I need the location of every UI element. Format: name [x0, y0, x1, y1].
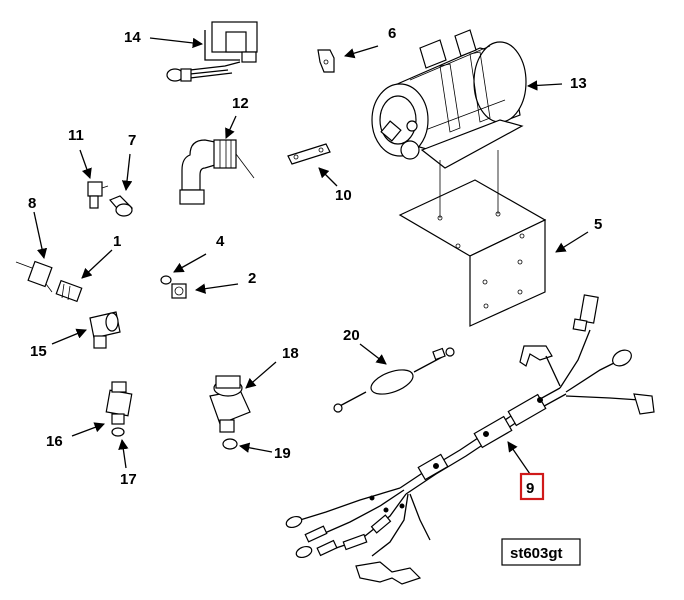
- part-18-switch: [209, 375, 251, 433]
- callout-10: 10: [335, 187, 352, 204]
- callout-8: 8: [28, 195, 36, 212]
- reference-box: [501, 538, 581, 566]
- part-19-oring: [222, 438, 238, 450]
- callout-18: 18: [282, 345, 299, 362]
- leader-12: [225, 115, 237, 139]
- part-6-bracket: [317, 49, 335, 73]
- callout-19: 19: [274, 445, 291, 462]
- callout-4: 4: [216, 233, 225, 250]
- leader-19: [238, 442, 273, 453]
- callout-15: 15: [30, 343, 47, 360]
- leader-10: [318, 167, 338, 187]
- callout-17: 17: [120, 471, 137, 488]
- part-4-oring: [160, 275, 172, 285]
- part-10-plate: [287, 143, 331, 165]
- part-13-compressor: [371, 29, 527, 169]
- leader-16: [71, 422, 105, 437]
- part-7-switch: [108, 195, 133, 217]
- callout-14: 14: [124, 29, 141, 46]
- callout-9: 9: [526, 480, 534, 497]
- leader-6: [344, 45, 379, 59]
- leader-4: [173, 253, 207, 273]
- callout-13: 13: [570, 75, 587, 92]
- callout-11: 11: [68, 127, 84, 144]
- leader-15: [51, 328, 87, 345]
- leader-13: [526, 80, 563, 91]
- reference-label: st603gt: [510, 545, 563, 562]
- leader-5: [555, 231, 589, 253]
- callout-2: 2: [248, 270, 256, 287]
- part-9-wiring-harness: [285, 294, 655, 585]
- leader-20: [359, 343, 387, 365]
- leader-8: [33, 211, 48, 260]
- callout-9-highlight-box: [519, 472, 545, 501]
- leader-18: [245, 361, 277, 389]
- part-2-nut: [171, 283, 187, 299]
- callout-20: 20: [343, 327, 360, 344]
- part-17-oring: [111, 427, 125, 437]
- callout-16: 16: [46, 433, 63, 450]
- part-11-fitting: [87, 181, 109, 209]
- leader-11: [79, 149, 92, 179]
- part-1-adapter: [55, 279, 83, 303]
- callout-7: 7: [128, 132, 136, 149]
- callout-1: 1: [113, 233, 121, 250]
- leader-7: [121, 153, 133, 192]
- part-14-solenoid: [166, 21, 258, 82]
- leader-1: [81, 249, 113, 279]
- leader-14: [149, 37, 204, 49]
- part-12-elbow: [179, 139, 255, 205]
- part-16-fitting: [105, 381, 133, 425]
- callout-12: 12: [232, 95, 249, 112]
- leader-17: [118, 438, 129, 469]
- leader-2: [194, 283, 239, 294]
- part-5-bracket: [398, 150, 547, 327]
- callout-5: 5: [594, 216, 602, 233]
- callout-6: 6: [388, 25, 396, 42]
- part-20-cable: [333, 347, 455, 413]
- part-8-hose-fitting: [15, 260, 53, 293]
- part-15-tee: [89, 311, 121, 349]
- leader-9: [507, 441, 531, 475]
